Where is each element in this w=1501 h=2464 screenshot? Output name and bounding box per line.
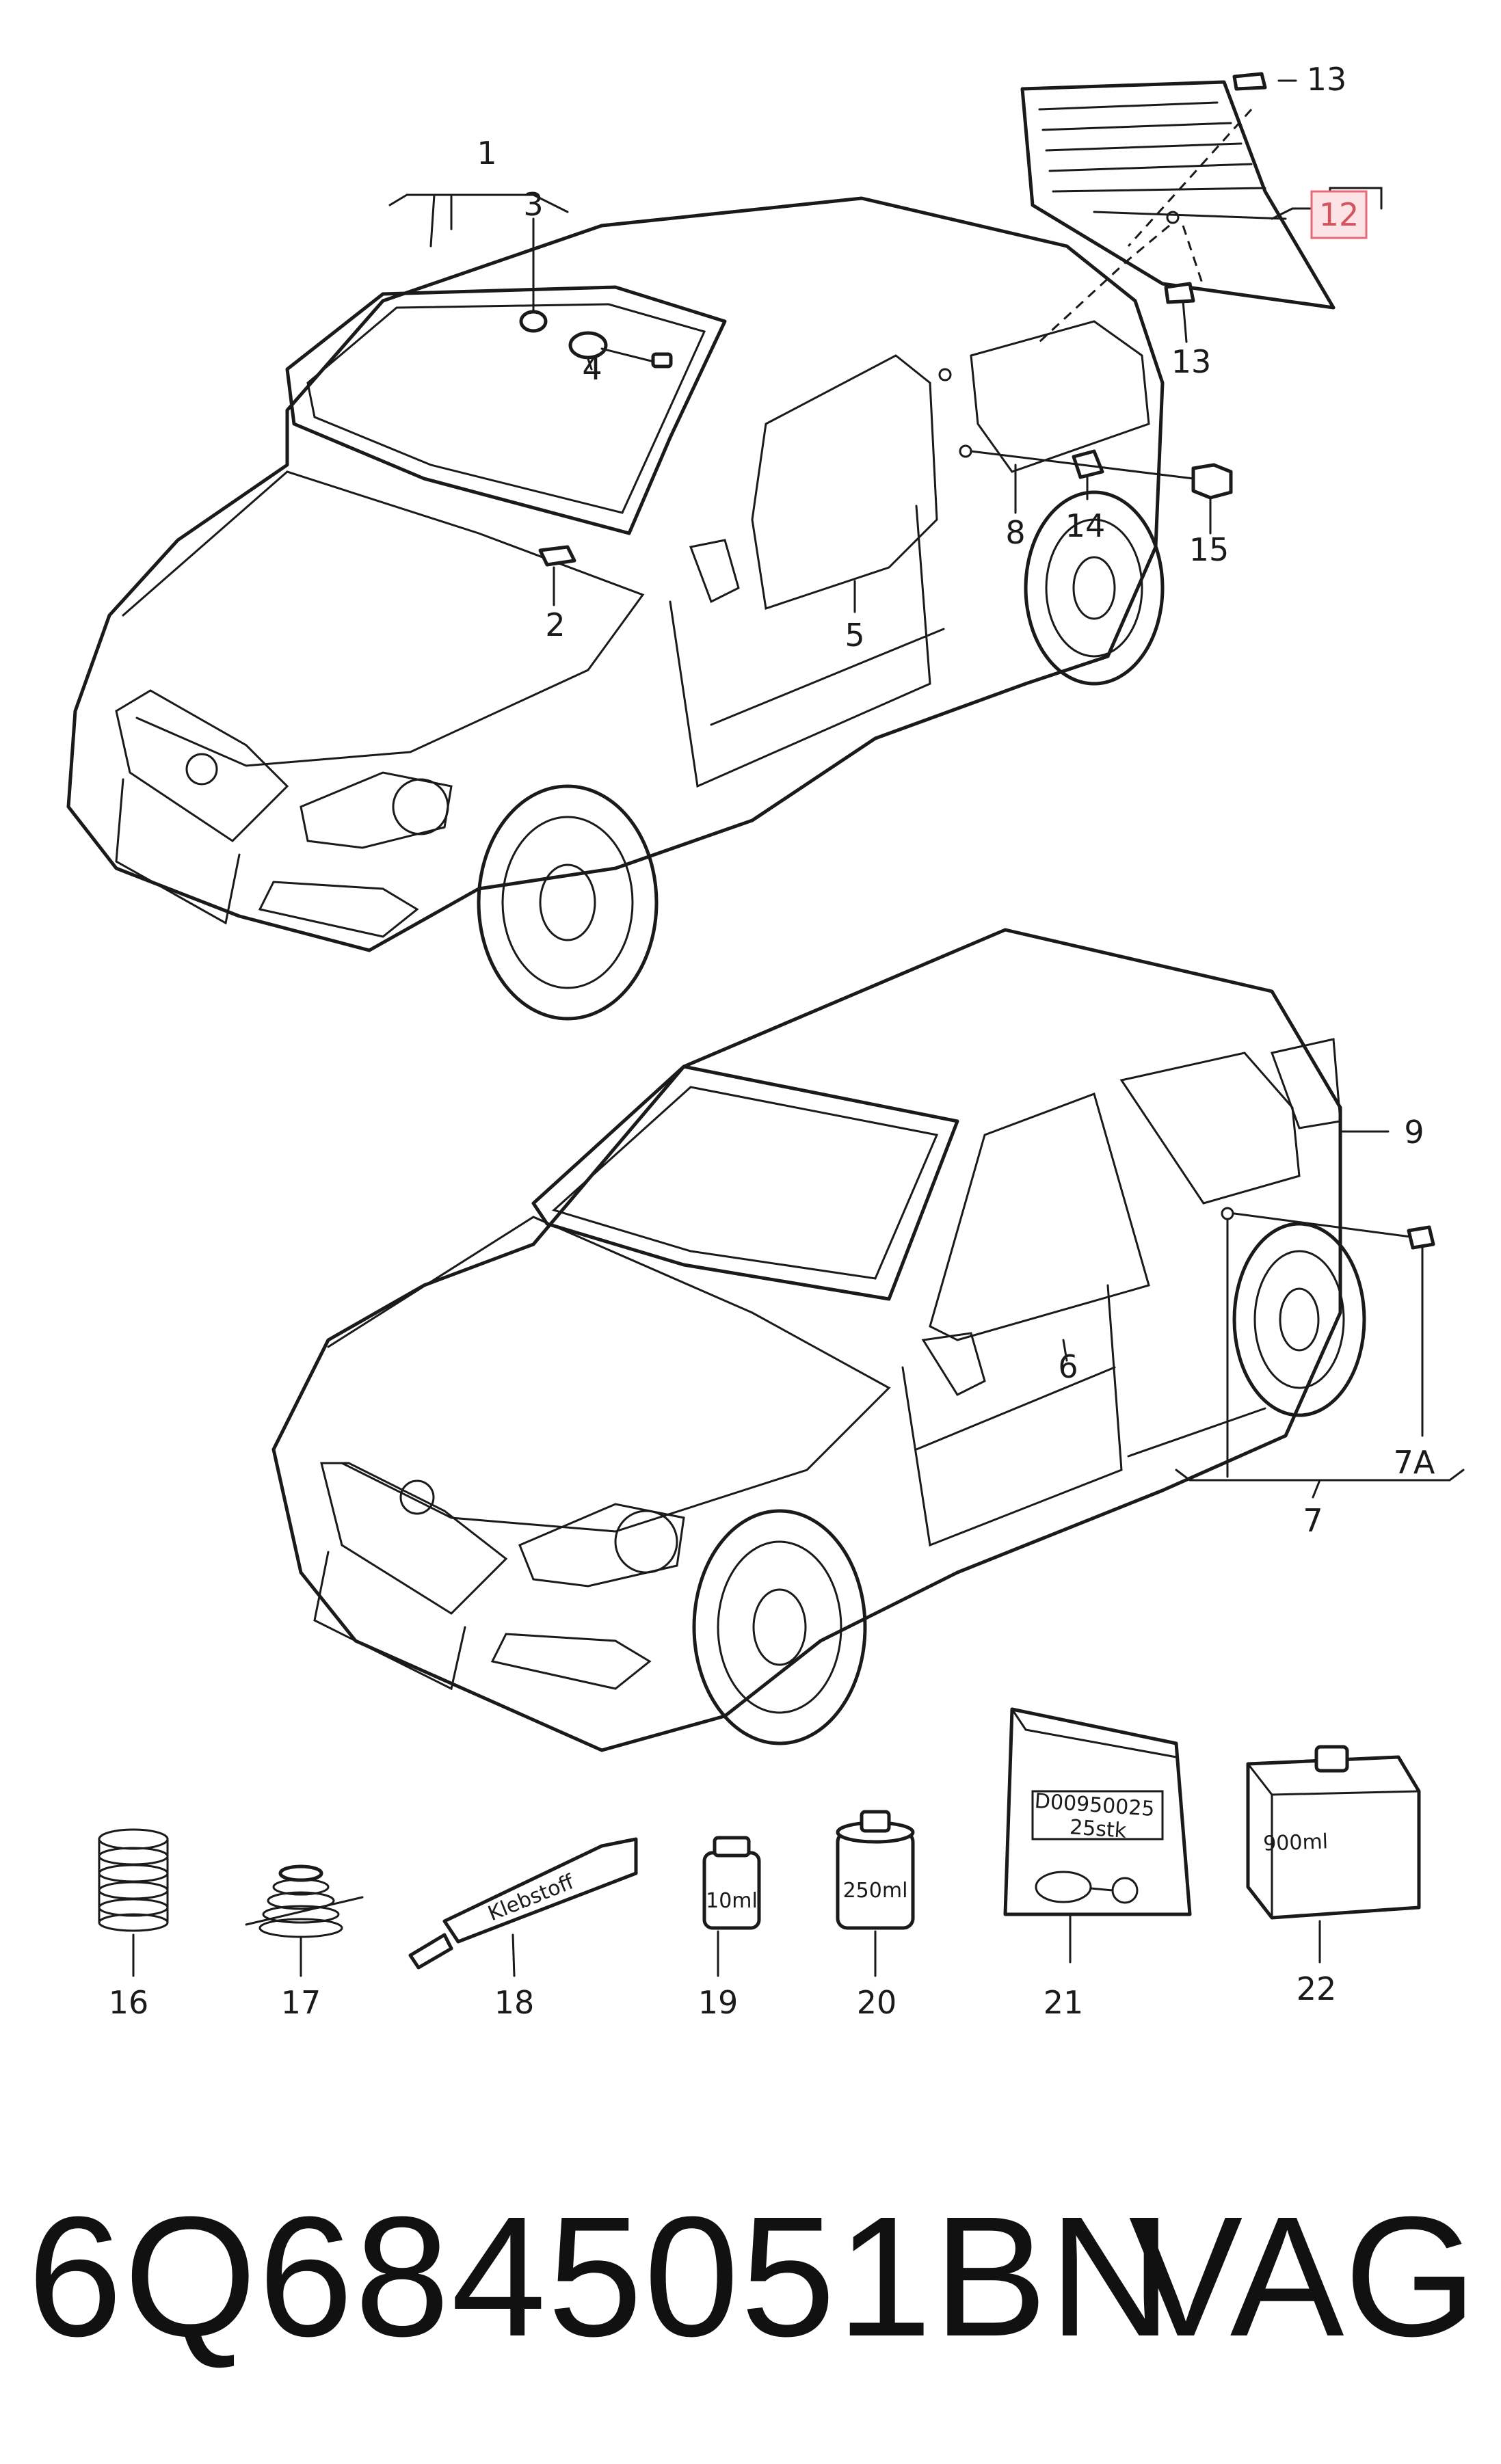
footer: 6Q6845051BN VAG bbox=[27, 2174, 1477, 2379]
callout-18: 18 bbox=[494, 1984, 535, 2021]
spring-16 bbox=[98, 1828, 169, 1932]
brand-name: VAG bbox=[1128, 2181, 1477, 2372]
callout-7a: 7A bbox=[1394, 1444, 1435, 1481]
callout-5: 5 bbox=[845, 617, 864, 654]
callout-20: 20 bbox=[857, 1984, 897, 2021]
callout-12: 12 bbox=[1319, 196, 1359, 233]
callout-14: 14 bbox=[1065, 507, 1106, 544]
callout-22: 22 bbox=[1297, 1970, 1337, 2007]
callout-13-top: 13 bbox=[1307, 61, 1347, 98]
callout-3: 3 bbox=[523, 186, 543, 223]
callout-8: 8 bbox=[1005, 514, 1025, 551]
adhesive-tube-18 bbox=[408, 1837, 638, 1970]
lower-car-illustration bbox=[271, 928, 1435, 1752]
callout-15: 15 bbox=[1189, 531, 1230, 568]
callout-1: 1 bbox=[477, 135, 496, 172]
canister-22 bbox=[1246, 1745, 1421, 1920]
callout-4: 4 bbox=[582, 350, 602, 387]
callout-17: 17 bbox=[281, 1984, 321, 2021]
canister-label: 900ml bbox=[1263, 1830, 1329, 1856]
upper-car-illustration bbox=[66, 72, 1336, 1021]
callout-19: 19 bbox=[698, 1984, 739, 2021]
bag-21 bbox=[1003, 1707, 1192, 1916]
spring-17 bbox=[245, 1864, 364, 1938]
callout-21: 21 bbox=[1044, 1984, 1084, 2021]
callout-7: 7 bbox=[1303, 1502, 1323, 1539]
leader-lines bbox=[132, 79, 1465, 1977]
can-label: 250ml bbox=[843, 1879, 908, 1903]
callout-9: 9 bbox=[1404, 1114, 1424, 1151]
bottle-label: 10ml bbox=[706, 1889, 758, 1913]
callout-12-highlight bbox=[1310, 190, 1368, 239]
callout-13-bottom: 13 bbox=[1171, 343, 1212, 380]
part-number: 6Q6845051BN bbox=[27, 2181, 1174, 2372]
can-20 bbox=[836, 1810, 915, 1930]
bag-label-qty: 25stk bbox=[1069, 1815, 1128, 1843]
callout-2: 2 bbox=[545, 606, 565, 643]
small-bottle-19 bbox=[702, 1836, 761, 1930]
callout-16: 16 bbox=[109, 1984, 149, 2021]
callout-6: 6 bbox=[1058, 1348, 1078, 1385]
